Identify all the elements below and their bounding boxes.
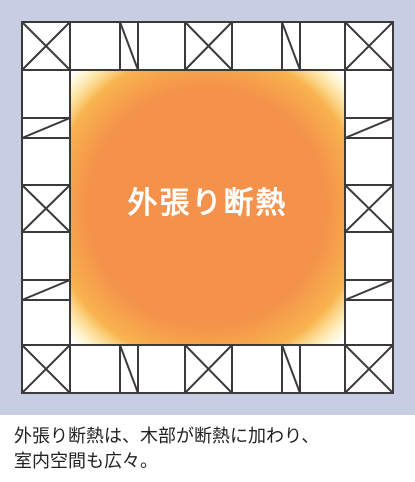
- frame-cell: [69, 344, 121, 394]
- frame-cell: [231, 344, 283, 394]
- frame-cell: [344, 69, 394, 119]
- insulation-diagram: 外張り断熱: [0, 0, 415, 415]
- frame-cell: [231, 21, 283, 71]
- frame-cell: [69, 21, 121, 71]
- frame-cell: [21, 69, 71, 119]
- frame-cell: [21, 299, 71, 346]
- frame-cell: [21, 137, 71, 186]
- caption-line-1: 外張り断熱は、木部が断熱に加わり、: [14, 426, 320, 447]
- frame-cell: [344, 299, 394, 346]
- center-label: 外張り断熱: [127, 186, 288, 221]
- frame-cell: [137, 21, 186, 71]
- frame-cell: [344, 231, 394, 281]
- wall-frame-illustration: [17, 17, 397, 397]
- caption: 外張り断熱は、木部が断熱に加わり、 室内空間も広々。: [14, 424, 409, 474]
- caption-line-2: 室内空間も広々。: [14, 451, 158, 472]
- frame-cell: [299, 344, 346, 394]
- frame-cell: [21, 231, 71, 281]
- outer-wall: [21, 21, 394, 394]
- heat-glow: [17, 17, 397, 397]
- frame-cell: [137, 344, 186, 394]
- frame-cell: [299, 21, 346, 71]
